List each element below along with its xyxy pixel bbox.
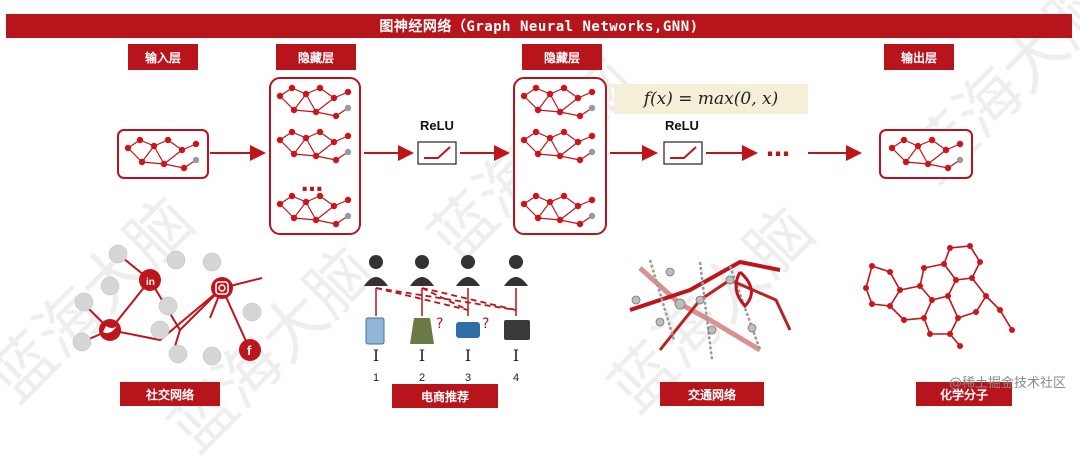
avatar-4 <box>100 276 120 296</box>
output-layer-label: 输出层 <box>884 44 954 70</box>
ecommerce-bar-3: I <box>464 346 472 365</box>
ecommerce-bar-1: I <box>372 346 380 365</box>
gnn-diagram: in f ? ? <box>72 77 1015 366</box>
avatar-8 <box>150 320 170 340</box>
ecommerce-index-4: 4 <box>512 372 520 384</box>
ecommerce-bar-4: I <box>512 346 520 365</box>
ecommerce-bar-2: I <box>418 346 426 365</box>
ecommerce-index-2: 2 <box>418 372 426 384</box>
linkedin-icon <box>139 269 161 291</box>
avatar-7 <box>242 302 262 322</box>
social-network-label: 社交网络 <box>120 382 220 406</box>
avatar-10 <box>168 344 188 364</box>
watch-item <box>456 322 480 338</box>
relu-formula: f(x) = max(0, x) <box>614 84 808 114</box>
avatar-2 <box>166 250 186 270</box>
input-layer-label: 输入层 <box>128 44 198 70</box>
chemistry-label: 化学分子 <box>916 382 1012 406</box>
jacket-item <box>410 318 434 344</box>
diagram-title: 图神经网络（Graph Neural Networks,GNN) <box>6 14 1072 38</box>
ecommerce-index-3: 3 <box>464 372 472 384</box>
output-layer-box <box>879 129 973 179</box>
relu-box-2 <box>663 141 703 165</box>
ecommerce-index-1: 1 <box>372 372 380 384</box>
facebook-icon <box>239 339 261 361</box>
instagram-icon <box>211 277 233 299</box>
input-layer-box <box>117 129 209 179</box>
social-network-graphic <box>72 244 263 366</box>
traffic-network-label: 交通网络 <box>660 382 764 406</box>
svg-text:?: ? <box>482 316 489 332</box>
traffic-network-graphic <box>629 259 792 361</box>
chemistry-graphic <box>865 245 1013 347</box>
credit-watermark: @稀土掘金技术社区 <box>948 376 1066 391</box>
hidden1-ellipsis: … <box>301 172 323 197</box>
pipeline-ellipsis: … <box>766 134 790 162</box>
relu-label-2: ReLU <box>665 118 699 133</box>
briefcase-item <box>504 320 530 340</box>
hidden-layer-1-label: 隐藏层 <box>276 44 356 70</box>
avatar-11 <box>202 346 222 366</box>
facebook-icon-text: f <box>247 343 252 358</box>
relu-box-1 <box>417 141 457 165</box>
ecommerce-label: 电商推荐 <box>392 384 498 408</box>
avatar-3 <box>202 252 222 272</box>
relu-label-1: ReLU <box>420 118 454 133</box>
svg-text:?: ? <box>436 316 443 332</box>
avatar-6 <box>158 296 178 316</box>
avatar-9 <box>72 332 92 352</box>
ecommerce-graphic: ? ? <box>364 255 530 345</box>
avatar-1 <box>108 244 128 264</box>
linkedin-icon-text: in <box>146 277 155 288</box>
phone-item <box>365 317 385 345</box>
avatar-5 <box>74 292 94 312</box>
chemistry-atoms <box>863 243 1015 349</box>
hidden-layer-2-label: 隐藏层 <box>522 44 602 70</box>
